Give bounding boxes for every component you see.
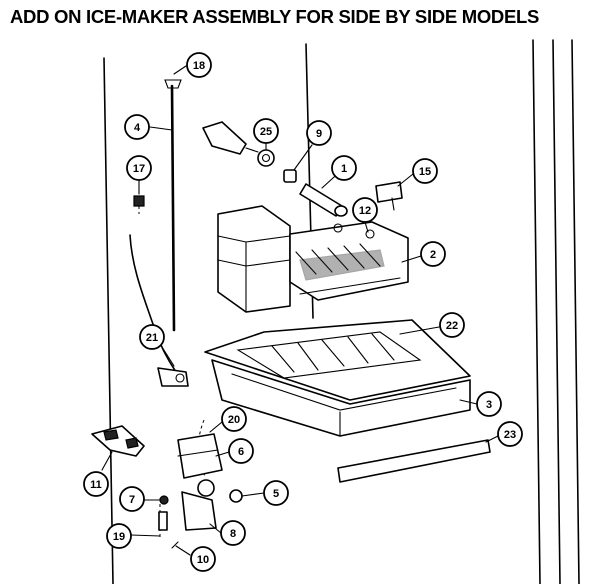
callout-1: 1 [331,155,357,181]
part-rod [299,183,348,217]
callout-5: 5 [263,480,289,506]
callout-25-label: 25 [260,126,272,138]
callout-3-label: 3 [486,399,492,411]
callout-22: 22 [439,312,465,338]
callout-1-label: 1 [341,163,347,175]
part-trim [337,439,491,483]
callout-10: 10 [190,546,216,572]
callout-17-label: 17 [133,163,145,175]
callout-25: 25 [253,118,279,144]
callout-12: 12 [352,197,378,223]
callout-10-label: 10 [197,554,209,566]
callout-11-label: 11 [90,479,102,491]
part-clamp [157,367,189,387]
callout-8-label: 8 [230,528,236,540]
part-bracket-11 [91,425,145,457]
callout-6: 6 [228,438,254,464]
diagram-title: ADD ON ICE-MAKER ASSEMBLY FOR SIDE BY SI… [10,6,540,27]
callout-20: 20 [221,406,247,432]
callout-19-label: 19 [113,531,125,543]
callout-18: 18 [186,52,212,78]
callout-21: 21 [139,324,165,350]
callout-4-label: 4 [134,122,141,134]
callout-17: 17 [126,155,152,181]
part-ice-bin [211,359,471,437]
leader-lines [101,65,499,556]
callout-5-label: 5 [273,488,279,500]
callout-23: 23 [497,421,523,447]
callout-18-label: 18 [193,60,205,72]
part-valve [159,419,243,540]
callout-9: 9 [306,120,332,146]
callout-2-label: 2 [430,249,436,261]
part-icemaker [217,205,409,313]
callout-22-label: 22 [446,320,458,332]
callout-8: 8 [220,520,246,546]
cabinet-lines [103,39,580,584]
part-bin-cover [204,319,471,401]
callout-9-label: 9 [316,128,322,140]
part-bracket-15 [375,181,403,211]
callout-2: 2 [420,241,446,267]
callout-19: 19 [106,523,132,549]
callout-15-label: 15 [419,166,431,178]
callout-21-label: 21 [146,332,158,344]
callout-15: 15 [412,158,438,184]
callout-4: 4 [124,114,150,140]
part-shaft [202,121,297,183]
callout-7-label: 7 [129,494,135,506]
callout-6-label: 6 [238,446,244,458]
callout-12-label: 12 [359,205,371,217]
part-small-parts [158,495,179,549]
callout-20-label: 20 [228,414,240,426]
callout-3: 3 [476,391,502,417]
part-screw-17 [133,195,145,214]
callout-11: 11 [83,471,109,497]
callout-7: 7 [119,486,145,512]
callout-23-label: 23 [504,429,516,441]
